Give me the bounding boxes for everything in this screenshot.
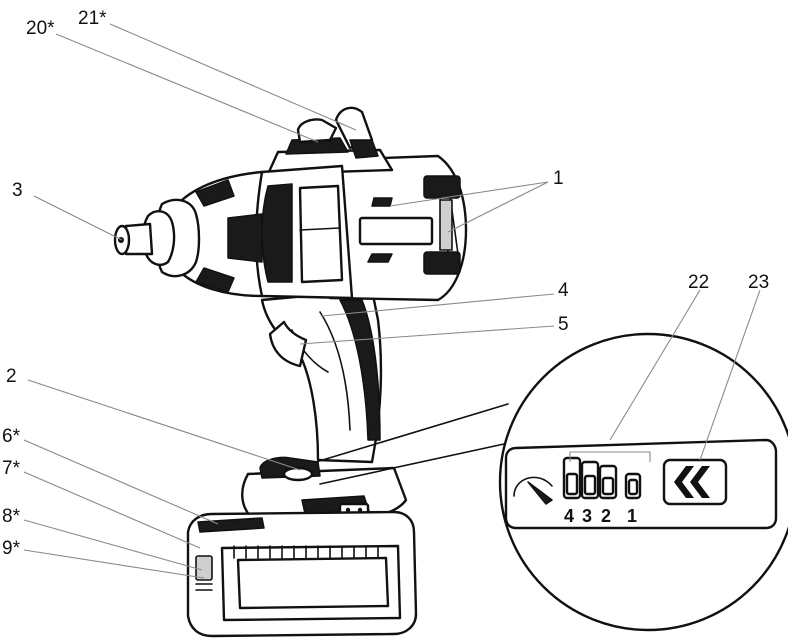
motor-housing bbox=[328, 154, 468, 302]
speedometer-icon bbox=[513, 476, 553, 505]
level-3-label: 3 bbox=[582, 506, 592, 526]
gear-case bbox=[250, 164, 354, 300]
callout-4: 4 bbox=[558, 280, 569, 301]
impact-wrench bbox=[113, 106, 468, 638]
callout-22: 22 bbox=[688, 272, 709, 293]
level-2-label: 2 bbox=[601, 506, 611, 526]
callout-3: 3 bbox=[12, 180, 23, 201]
level-1-label: 1 bbox=[627, 506, 637, 526]
top-cover bbox=[266, 106, 394, 176]
reverse-direction-icon bbox=[662, 458, 728, 506]
callout-21: 21* bbox=[78, 8, 107, 29]
callout-1: 1 bbox=[553, 168, 564, 189]
callout-20: 20* bbox=[26, 18, 55, 39]
leader-lines bbox=[23, 23, 761, 579]
handle bbox=[260, 288, 383, 464]
callout-9: 9* bbox=[2, 538, 21, 559]
callout-labels: 1 2 3 4 5 6* 7* 8* 9* 20* 21* 22 23 bbox=[2, 8, 769, 559]
speed-level-indicator: 4 3 2 1 bbox=[562, 451, 651, 526]
callout-23: 23 bbox=[748, 272, 769, 293]
callout-2: 2 bbox=[6, 366, 17, 387]
level-4-label: 4 bbox=[564, 506, 574, 526]
callout-5: 5 bbox=[558, 314, 569, 335]
battery-pack bbox=[186, 510, 418, 638]
detail-magnifier: 4 3 2 1 bbox=[315, 332, 788, 632]
trigger bbox=[268, 320, 308, 368]
callout-8: 8* bbox=[2, 506, 21, 527]
front-nose bbox=[142, 170, 264, 298]
callout-7: 7* bbox=[2, 458, 21, 479]
callout-6: 6* bbox=[2, 426, 21, 447]
